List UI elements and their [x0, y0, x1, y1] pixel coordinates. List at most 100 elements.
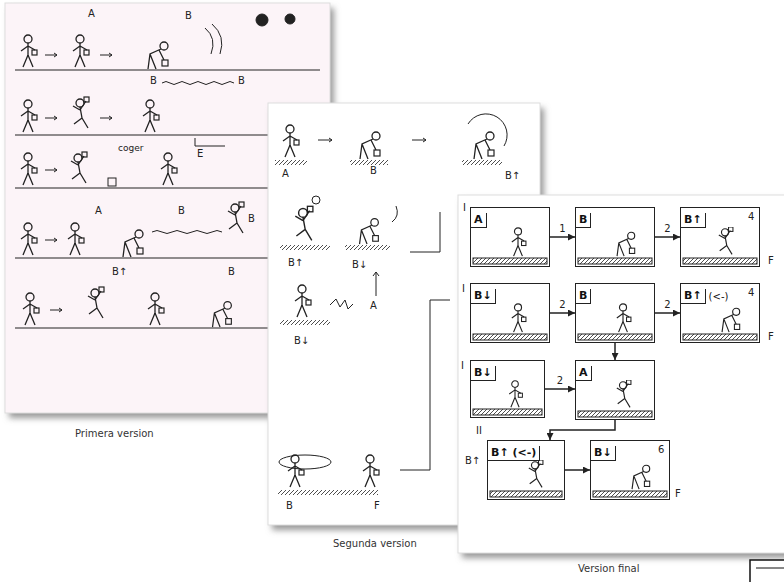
stick-figure: [21, 100, 37, 132]
step-number: 2: [663, 223, 671, 234]
splash-blot: [256, 14, 268, 26]
sketch-label: B: [185, 10, 192, 21]
roman-numeral: I: [462, 283, 465, 294]
corner-sheet: [750, 560, 784, 582]
step-number: 2: [556, 375, 564, 386]
sheet-caption: Primera version: [75, 428, 154, 439]
roman-numeral: II: [476, 425, 482, 436]
stick-figure: [722, 308, 740, 332]
frame-heading: B↓: [471, 289, 496, 304]
storyboard-frame: A: [470, 207, 550, 267]
stick-figure: [512, 228, 526, 256]
step-number: 1: [558, 223, 566, 234]
stick-figure: [148, 42, 168, 69]
sketch-label: B↑: [288, 257, 303, 268]
stick-figure: [88, 287, 104, 318]
stick-figure: [512, 304, 526, 332]
wavy-line: [162, 82, 234, 85]
sheet-caption: Segunda version: [333, 538, 417, 549]
sketch-label: B↓: [294, 335, 309, 346]
ground-hatch: [278, 490, 378, 495]
sketch-arrow: [318, 138, 332, 142]
stick-figure: [21, 153, 37, 185]
sheet-final: [458, 195, 784, 558]
bracket: [195, 138, 225, 146]
stick-figure: [632, 465, 650, 489]
sketch-label: B: [178, 205, 185, 216]
wavy-line: [152, 231, 222, 234]
frame-tag: B: [576, 289, 591, 304]
storyboard-frame: B↓: [470, 360, 545, 418]
stick-figure: [529, 460, 543, 487]
frame-tag: B↑ (<-): [488, 446, 540, 461]
swing-arc: [468, 114, 507, 146]
stick-figure: [71, 152, 87, 183]
sketch-label: B↑: [505, 170, 520, 181]
end-mark: F: [768, 255, 774, 266]
flow-arrow: [614, 343, 616, 360]
ground-hatch: [578, 258, 652, 264]
frame-tag: A: [576, 366, 592, 381]
stick-figure: [719, 227, 733, 254]
sketch-arrow: [100, 53, 112, 57]
flow-arrow: [550, 420, 615, 440]
frame-note: (<-): [709, 289, 729, 302]
sheet-corner-line: [756, 568, 784, 569]
ground-hatch: [473, 409, 542, 415]
stick-figure: [283, 125, 299, 157]
sketch-label: A: [282, 168, 289, 179]
frame-heading: B: [576, 289, 591, 304]
bucket: [108, 178, 116, 186]
stick-figure: [360, 132, 380, 159]
stick-figure: [363, 455, 379, 487]
sketch-connector: [410, 212, 440, 252]
sketch-arrow: [373, 272, 379, 296]
sketch-label: B↑: [465, 455, 480, 466]
stick-figure: [360, 219, 379, 244]
stick-figure: [617, 232, 635, 256]
frame-tag: B↓: [591, 446, 616, 461]
stick-figure: [288, 455, 304, 487]
sketch-label: B↑: [112, 266, 127, 277]
flow-arrow: [545, 388, 575, 390]
stick-figure: [21, 35, 37, 67]
stick-figure: [123, 230, 143, 257]
stick-figure: [73, 35, 89, 67]
stick-figure: [295, 206, 313, 240]
stick-figure: [213, 302, 232, 327]
flow-arrow: [550, 312, 575, 314]
step-number: 2: [558, 299, 566, 310]
ground-hatch: [593, 491, 667, 497]
sheet-paper: [458, 195, 784, 553]
sketch-label: A: [88, 8, 95, 19]
flow-arrow: [655, 236, 680, 238]
frame-heading: B↓: [471, 366, 496, 381]
flow-arrow: [550, 236, 575, 238]
splash-blot: [285, 14, 295, 24]
ground-hatch: [350, 160, 388, 165]
ground-hatch: [280, 245, 330, 250]
flow-arrow: [655, 312, 680, 314]
ball: [312, 196, 320, 204]
storyboard-frame: B↑ (<-): [487, 440, 565, 500]
sketch-arrow: [50, 308, 62, 312]
frame-heading: A: [471, 213, 487, 228]
frame-heading: B↑: [681, 213, 706, 228]
frame-tag: A: [471, 213, 487, 228]
frame-tag: B: [576, 213, 591, 228]
scribble: [330, 299, 353, 309]
sketch-label: B: [248, 213, 255, 224]
frame-heading: B↑(<-): [681, 289, 728, 304]
frame-tag: B↓: [471, 366, 496, 381]
stick-figure: [295, 285, 311, 317]
stick-figure: [161, 153, 177, 185]
ground-hatch: [275, 160, 307, 165]
sketch-arrow: [45, 53, 57, 57]
end-mark: F: [675, 488, 681, 499]
ground-hatch: [280, 320, 330, 325]
ground-hatch: [490, 491, 562, 497]
